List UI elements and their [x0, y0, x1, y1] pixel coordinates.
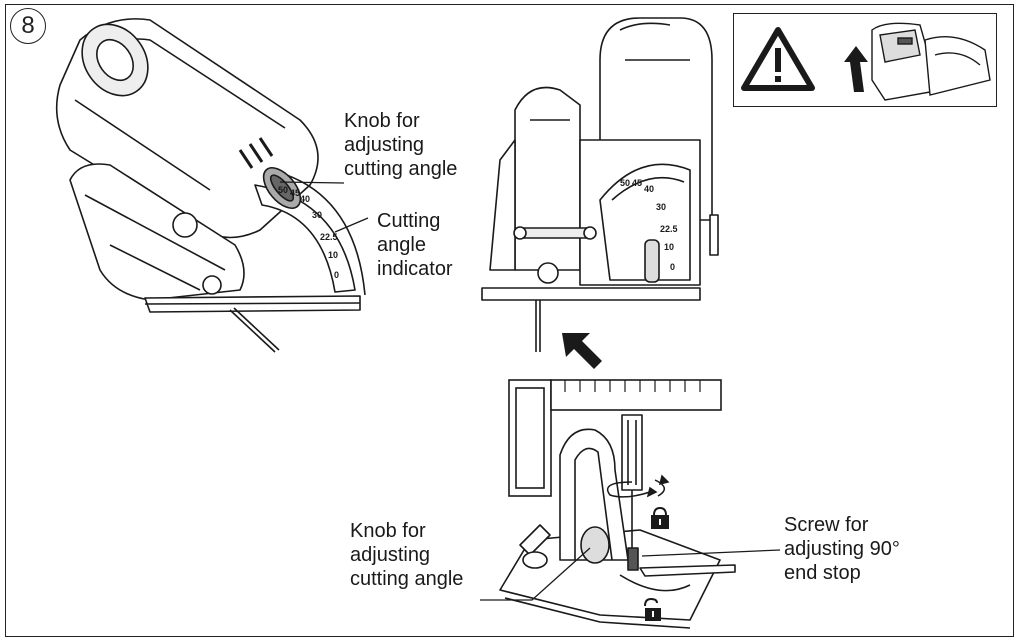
- scale-mark: 0: [670, 262, 675, 272]
- warning-box: [733, 13, 997, 107]
- label-line: angle: [377, 234, 426, 256]
- leader-lines: [279, 181, 781, 601]
- scale-mark: 22.5: [660, 224, 678, 234]
- label-screw-90-end-stop: Screw for adjusting 90° end stop: [784, 513, 900, 585]
- label-line: adjusting: [344, 134, 425, 156]
- scale-mark: 0: [334, 270, 339, 280]
- label-line: cutting angle: [344, 158, 458, 180]
- label-knob-cutting-angle-bottom: Knob for adjusting cutting angle: [350, 519, 463, 591]
- label-line: end stop: [784, 562, 861, 584]
- label-line: adjusting: [350, 544, 431, 566]
- scale-mark: 22.5: [320, 232, 338, 242]
- try-square: [508, 379, 722, 497]
- scale-mark: 45: [632, 178, 642, 188]
- lock-icon: [651, 506, 669, 529]
- scale-mark: 30: [312, 210, 322, 220]
- scale-mark: 40: [644, 184, 654, 194]
- upright-saw: [481, 17, 719, 352]
- label-line: adjusting 90°: [784, 538, 900, 560]
- scale-mark: 10: [328, 250, 338, 260]
- scale-mark: 50: [278, 185, 288, 195]
- rotate-arrows-icon: [606, 474, 670, 498]
- arrow-up-icon: [844, 46, 868, 92]
- label-line: indicator: [377, 258, 453, 280]
- step-number-badge: 8: [10, 8, 46, 44]
- label-line: Screw for: [784, 514, 869, 536]
- label-line: Cutting: [377, 210, 441, 232]
- label-knob-cutting-angle-top: Knob for adjusting cutting angle: [344, 109, 457, 181]
- scale-mark: 10: [664, 242, 674, 252]
- figure-frame: [5, 4, 1014, 637]
- warning-triangle-icon: [741, 27, 815, 91]
- label-line: Knob for: [350, 520, 426, 542]
- tilted-saw: [55, 18, 366, 353]
- battery-removal-icon: [871, 22, 991, 101]
- scale-mark: 40: [300, 194, 310, 204]
- scale-mark: 30: [656, 202, 666, 212]
- scale-mark: 50: [620, 178, 630, 188]
- unlock-icon: [644, 597, 661, 621]
- saw-base-assembly: [499, 414, 736, 629]
- label-line: cutting angle: [350, 568, 464, 590]
- label-cutting-angle-indicator: Cutting angle indicator: [377, 209, 453, 281]
- label-line: Knob for: [344, 110, 420, 132]
- scale-mark: 45: [290, 188, 300, 198]
- arrow-up-left-icon: [562, 333, 602, 369]
